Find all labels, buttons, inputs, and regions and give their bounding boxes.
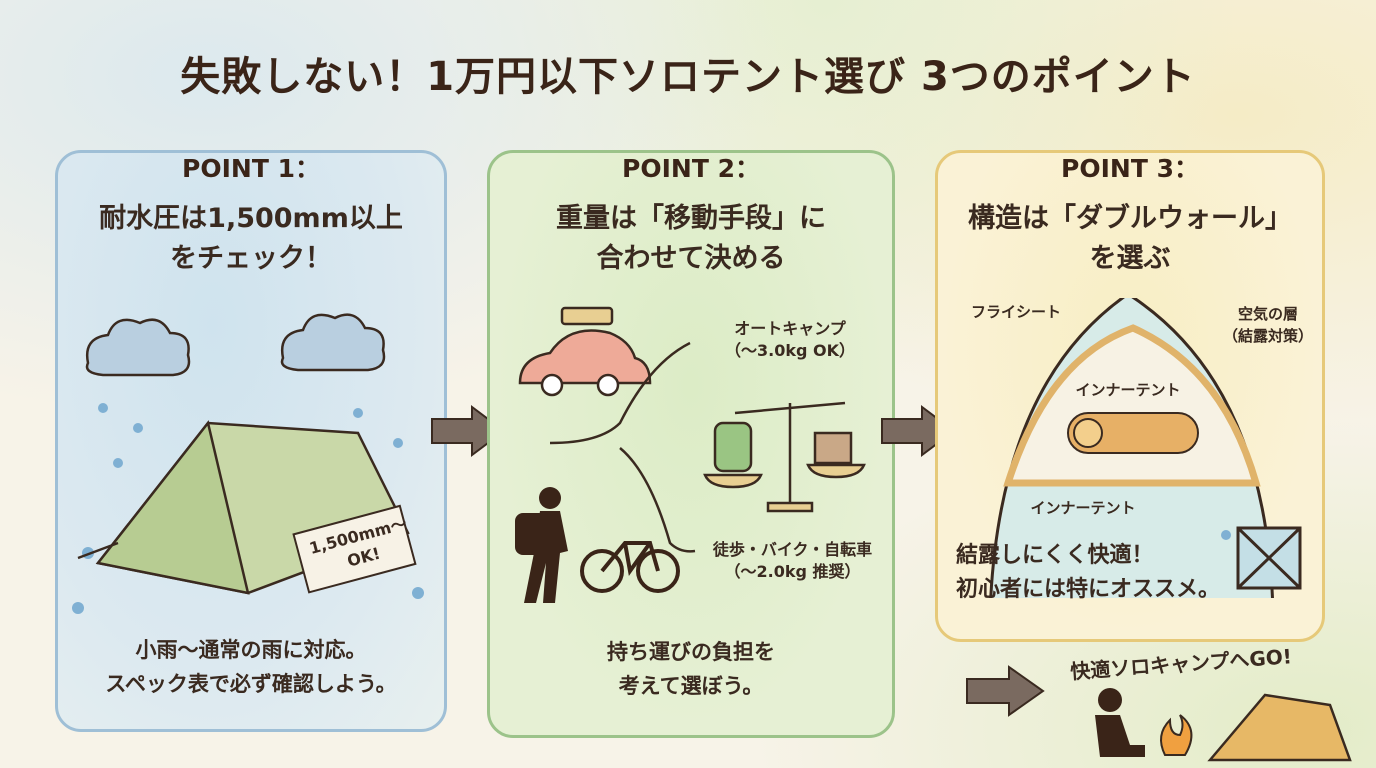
point-3-tag: POINT 3： [1061,154,1199,183]
air-layer-label: 空気の層 （結露対策） [1222,305,1313,345]
point-2-heading: 重量は「移動手段」に 合わせて決める [556,203,826,274]
auto-camp-label: オートキャンプ （〜3.0kg OK） [724,319,855,360]
water-drop-icon [1221,530,1231,540]
point-2-footer: 持ち運びの負担を 考えて選ぼう。 [607,640,775,698]
point-3-footer: 結露しにくく快適！ 初心者には特にオススメ。 [956,543,1221,602]
price-tag [292,504,417,594]
rain-tent-illustration [72,313,424,614]
point-3-heading: 構造は「ダブルウォール」 を選ぶ [968,203,1292,274]
tent-icon [1207,693,1352,762]
arrow-right-icon [965,665,1045,721]
point-3-panel: POINT 3： 構造は「ダブルウォール」 を選ぶ フライシート 空気の層 （結… [935,150,1325,642]
cloud-icon [85,313,386,377]
no-window-icon [1236,526,1302,590]
point-1-tag: POINT 1： [182,154,320,183]
hiker-icon [515,487,568,603]
inner-tent-label: インナーテント [1075,381,1181,399]
point-1-heading: 耐水圧は1,500mm以上 をチェック！ [99,203,403,274]
camp-scene-illustration [1095,688,1352,762]
balance-scale-icon [703,401,866,513]
double-wall-tent-diagram [989,298,1302,598]
walking-bike-label: 徒歩・バイク・自転車 （〜2.0kg 推奨） [712,540,873,581]
branch-arrows [549,341,696,553]
person-icon [1095,688,1145,757]
closing-message: 快適ソロキャンプへGO! [1069,644,1293,684]
campfire-icon [1160,714,1193,756]
point-1-footer: 小雨〜通常の雨に対応。 スペック表で必ず確認しよう。 [105,638,397,696]
sleeping-bag-icon [1067,412,1199,454]
point-2-tag: POINT 2： [622,154,760,183]
inner-tent-label-2: インナーテント [1030,499,1136,517]
point-2-panel: POINT 2： 重量は「移動手段」に 合わせて決める オートキャンプ （〜3.… [487,150,895,738]
weight-illustration [515,306,866,603]
inner-tent [1003,324,1261,487]
bicycle-icon [580,541,680,593]
point-1-panel: POINT 1： 耐水圧は1,500mm以上 をチェック！ 1,500mm〜 O… [55,150,447,732]
page-title: 失敗しない！1万円以下ソロテント選び 3つのポイント [180,54,1196,100]
fly-sheet-label: フライシート [970,303,1061,321]
car-icon [518,306,652,397]
